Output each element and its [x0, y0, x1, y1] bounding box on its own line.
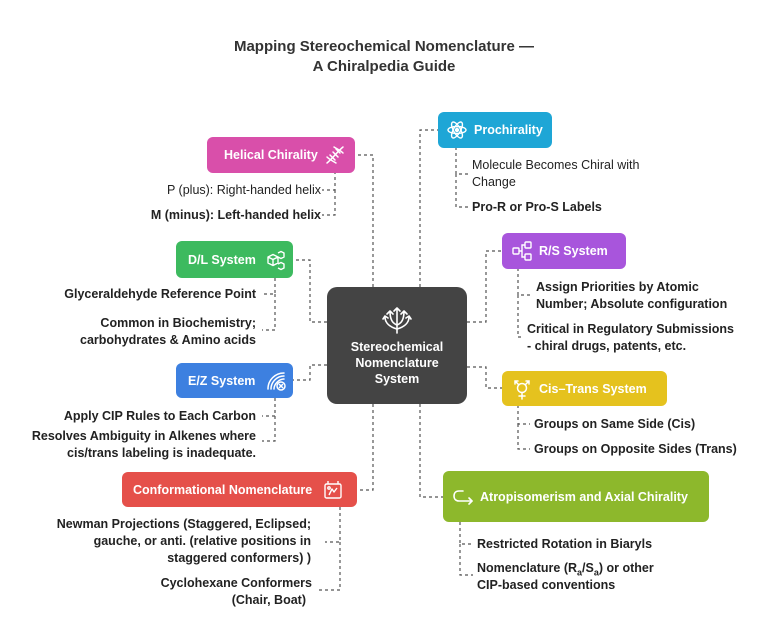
diagram-title: Mapping Stereochemical Nomenclature — A … — [0, 37, 768, 77]
center-node: Stereochemical Nomenclature System — [327, 287, 467, 404]
dl-item-2-line-1: Common in Biochemistry; — [100, 316, 256, 330]
connector-center-dl — [293, 259, 327, 323]
connector-conf-item2 — [316, 542, 341, 591]
atropisomerism-node: Atropisomerism and Axial Chirality — [443, 471, 709, 522]
helical-item-1: P (plus): Right-handed helix — [166, 183, 321, 197]
prochirality-item-2: Pro-R or Pro-S Labels — [472, 200, 602, 214]
connector-atrop-item2 — [459, 544, 473, 576]
atrop-item-2-sub-2: a — [593, 567, 599, 578]
ez-item-2-line-1: Resolves Ambiguity in Alkenes where — [31, 429, 256, 443]
title-line-1: Mapping Stereochemical Nomenclature — — [233, 38, 535, 55]
rs-item-1-line-1: Assign Priorities by Atomic — [536, 280, 699, 294]
connector-conf-item1 — [325, 507, 341, 543]
atrop-item-2-suffix: ) or other — [598, 561, 654, 575]
conf-item-2-line-1: Cyclohexane Conformers — [160, 576, 312, 590]
dl-item-1: Glyceraldehyde Reference Point — [64, 287, 256, 301]
atrop-item-1: Restricted Rotation in Biaryls — [477, 537, 653, 551]
connector-center-prochirality — [419, 129, 438, 287]
connector-cistrans-item2 — [517, 424, 530, 450]
prochirality-label: Prochirality — [474, 123, 543, 137]
connector-ez-item2 — [262, 416, 276, 442]
rs-system-label: R/S System — [539, 244, 608, 258]
connector-center-rs — [467, 250, 502, 323]
connector-dl-item2 — [262, 294, 276, 331]
cubes-icon — [267, 250, 285, 270]
rs-item-2-line-1: Critical in Regulatory Submissions — [527, 322, 734, 336]
atrop-item-2-line-1: Nomenclature (Ra/Sa) or other — [477, 560, 654, 582]
connector-prochirality-item1 — [455, 147, 468, 175]
atrop-item-2-mid: /S — [582, 561, 594, 575]
connector-center-conf — [357, 404, 374, 491]
connector-center-helical — [355, 154, 374, 287]
branch-arrows-icon — [382, 306, 412, 334]
atrop-item-2-prefix: Nomenclature (R — [477, 561, 578, 575]
dl-item-2-line-2: carbohydrates & Amino acids — [80, 333, 256, 347]
ez-system-label: E/Z System — [188, 373, 256, 388]
conf-item-1-line-2: gauche, or anti. (relative positions in — [93, 534, 311, 548]
prochirality-node: Prochirality — [438, 112, 552, 148]
signal-icon — [267, 371, 287, 391]
connector-prochirality-item2 — [455, 174, 468, 208]
connector-dl-item1 — [262, 272, 276, 295]
flask-icon — [324, 480, 342, 499]
network-icon — [512, 241, 532, 261]
helical-item-2: M (minus): Left-handed helix — [150, 208, 321, 222]
conf-item-1-line-1: Newman Projections (Staggered, Eclipsed; — [56, 517, 311, 531]
atrop-item-2-sub-1: a — [577, 567, 583, 578]
connector-center-ez — [293, 364, 327, 381]
rs-item-1-line-2: Number; Absolute configuration — [536, 297, 728, 311]
center-label-line-1: Stereochemical — [350, 339, 444, 354]
prochirality-item-1-line-2: Change — [472, 175, 516, 189]
connector-center-atrop — [419, 404, 443, 498]
ez-item-2-line-2: cis/trans labeling is inadequate. — [67, 446, 256, 460]
center-label-line-3: System — [374, 371, 420, 386]
dl-system-node: D/L System — [176, 241, 293, 278]
ez-item-1: Apply CIP Rules to Each Carbon — [63, 409, 256, 423]
title-line-2: A Chiralpedia Guide — [312, 58, 456, 75]
atom-icon — [447, 121, 467, 139]
helical-chirality-label: Helical Chirality — [224, 148, 318, 162]
ez-system-node: E/Z System — [176, 363, 293, 398]
hook-arrow-icon — [453, 489, 473, 505]
connector-center-cistrans — [467, 366, 502, 389]
atrop-item-2-line-2: CIP-based conventions — [477, 578, 616, 592]
dl-system-label: D/L System — [188, 252, 256, 267]
rs-item-2-line-2: - chiral drugs, patents, etc. — [527, 339, 687, 353]
dna-icon — [326, 146, 344, 164]
rs-system-node: R/S System — [502, 233, 626, 269]
prochirality-item-1-line-1: Molecule Becomes Chiral with — [472, 158, 640, 172]
conformational-nomenclature-node: Conformational Nomenclature — [122, 472, 357, 507]
center-label: Stereochemical Nomenclature System — [351, 339, 443, 387]
conf-item-2-line-2: (Chair, Boat) — [231, 593, 306, 607]
connector-rs-item2 — [517, 295, 523, 338]
atropisomerism-label: Atropisomerism and Axial Chirality — [480, 489, 688, 504]
cis-trans-system-label: Cis–Trans System — [539, 381, 647, 396]
center-label-line-2: Nomenclature — [355, 355, 439, 370]
conf-item-1-line-3: staggered conformers) ) — [167, 551, 311, 565]
conformational-nomenclature-label: Conformational Nomenclature — [133, 482, 313, 497]
connector-cistrans-item1 — [517, 405, 530, 425]
connector-atrop-item1 — [459, 522, 473, 545]
connector-helical-item2 — [322, 190, 336, 216]
cis-trans-system-node: Cis–Trans System — [502, 371, 667, 406]
connector-rs-item1 — [517, 268, 533, 296]
cistrans-item-2: Groups on Opposite Sides (Trans) — [534, 442, 737, 456]
helical-chirality-node: Helical Chirality — [207, 137, 355, 173]
gender-symbol-icon — [514, 379, 530, 400]
cistrans-item-1: Groups on Same Side (Cis) — [534, 417, 696, 431]
